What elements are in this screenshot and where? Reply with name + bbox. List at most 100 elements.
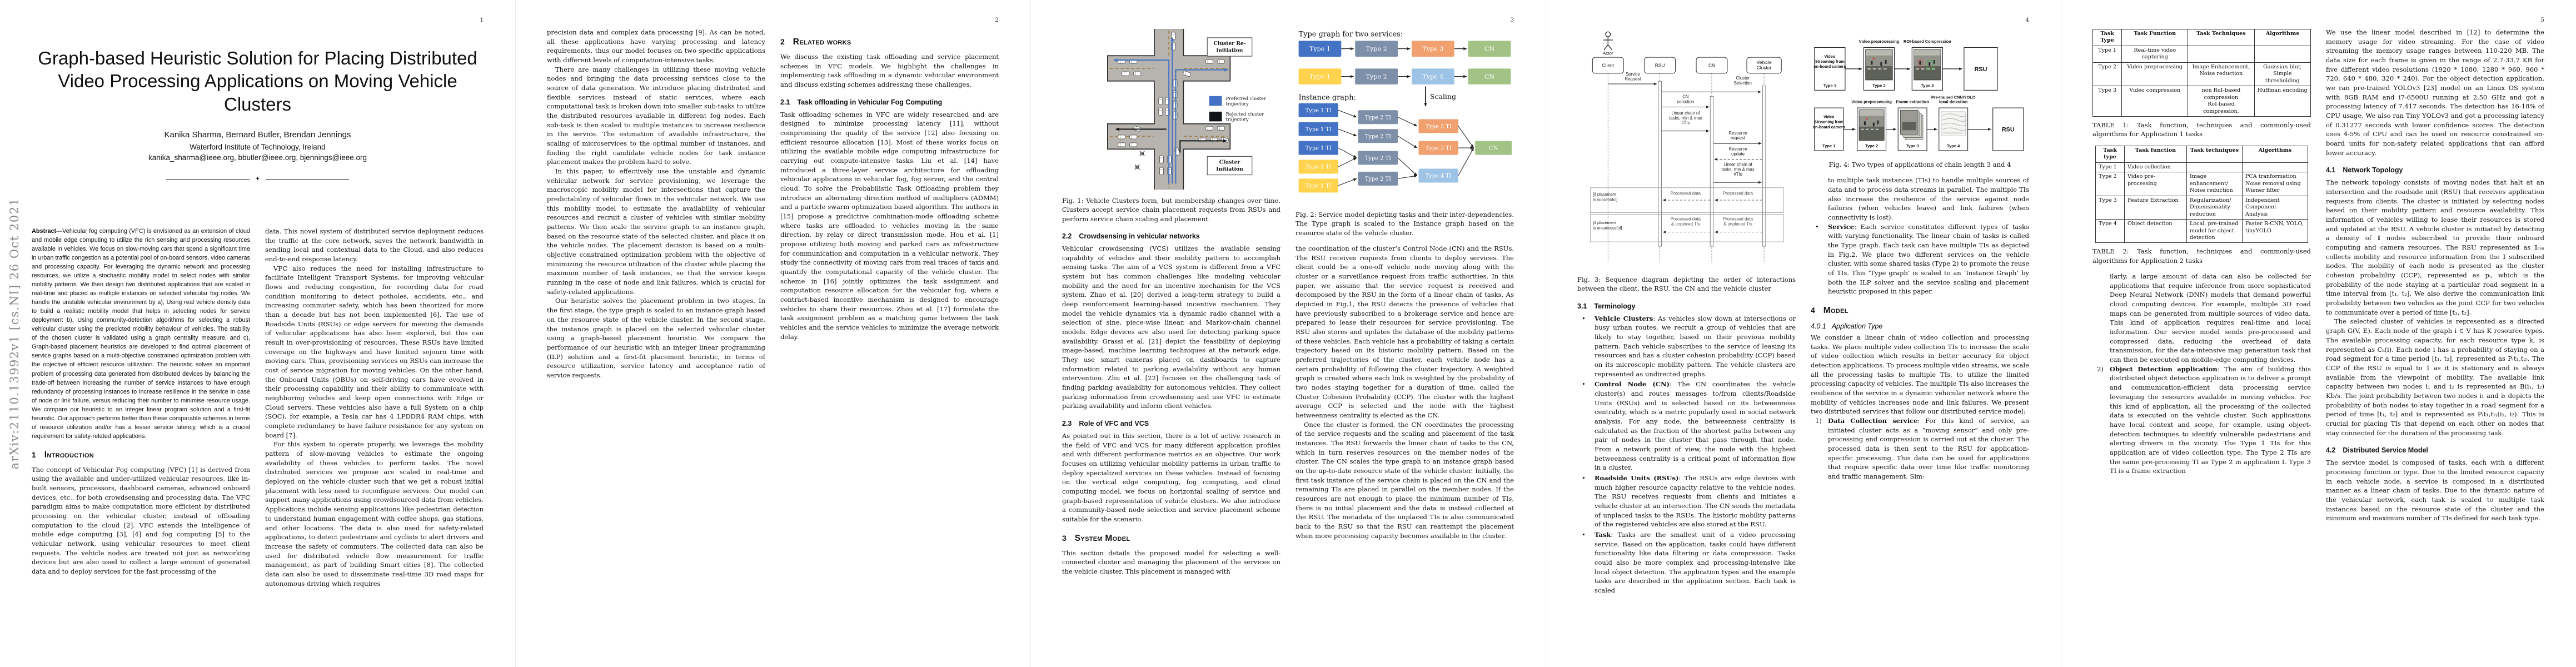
heading-number: 2.3 bbox=[1062, 420, 1072, 428]
pedestrian-icon bbox=[1134, 164, 1140, 170]
heading-label: System Model bbox=[1074, 533, 1130, 543]
column-header: Task techniques bbox=[2186, 145, 2243, 163]
participant-box: CN bbox=[1696, 57, 1728, 74]
table-cell: Image Enhancement, Noise reduction bbox=[2188, 62, 2255, 87]
paper-header: Graph-based Heuristic Solution for Placi… bbox=[32, 0, 484, 182]
paragraph-continuation: ilarly, a large amount of data can also … bbox=[2110, 272, 2311, 364]
task-instance-node: Type 3 TI bbox=[1418, 141, 1458, 155]
heading-label: Task offloading in Vehicular Fog Computi… bbox=[797, 98, 943, 106]
car-icon bbox=[1205, 59, 1213, 64]
car-icon bbox=[1217, 126, 1225, 131]
rsu-label: RSU bbox=[1975, 66, 1987, 73]
divider-line bbox=[166, 178, 250, 180]
svg-text:Type 1: Type 1 bbox=[1309, 73, 1331, 81]
table-cell: non RoI-based compression RoI-based comp… bbox=[2188, 86, 2255, 117]
stage-type-tag: Type 1 bbox=[1822, 143, 1835, 148]
list-item-lead: Data Collection service bbox=[1828, 417, 1918, 425]
paragraph: As pointed out in this section, there is… bbox=[1062, 432, 1280, 524]
paragraph: The service model is composed of tasks, … bbox=[2326, 459, 2544, 522]
list-item-text: : Tasks are the smallest unit of a video… bbox=[1595, 531, 1796, 595]
table-cell: Independent Component Analysis bbox=[2242, 195, 2308, 220]
svg-text:Type 4 TI: Type 4 TI bbox=[1426, 173, 1452, 180]
list-item: •Task: Tasks are the smallest unit of a … bbox=[1577, 530, 1796, 595]
table-cell: Type 2 bbox=[2095, 172, 2125, 196]
paragraph: Once the cluster is formed, the CN coord… bbox=[1296, 420, 1514, 540]
legend-swatch bbox=[1209, 96, 1222, 106]
svg-text:Processed data& unplaced TIs: Processed data& unplaced TIs bbox=[1671, 217, 1701, 227]
authors-line: Kanika Sharma, Bernard Butler, Brendan J… bbox=[164, 130, 351, 140]
cluster-reinitiation-label: Cluster Re-initiation bbox=[1207, 37, 1253, 57]
instance-edge bbox=[1458, 147, 1474, 176]
table-cell: Video pre-processing bbox=[2124, 172, 2187, 196]
column-header: Algorithms bbox=[2254, 29, 2311, 46]
task-instance-node: Type 1 TI bbox=[1298, 141, 1338, 155]
svg-text:Type 3 TI: Type 3 TI bbox=[1426, 146, 1452, 152]
table-cell: Feature Extraction bbox=[2124, 195, 2187, 220]
figure-caption: Fig. 3: Sequence diagram depicting the o… bbox=[1577, 276, 1796, 293]
heading-label: Role of VFC and VCS bbox=[1079, 420, 1149, 428]
paragraph: The network topology consists of moving … bbox=[2326, 178, 2544, 316]
figure-caption: Fig. 1: Vehicle Clusters form, but membe… bbox=[1062, 197, 1280, 223]
table-cell: Real-time video capturing bbox=[2121, 45, 2189, 63]
table-cell bbox=[2188, 45, 2255, 63]
list-item: 1)Data Collection service: For this kind… bbox=[1811, 416, 2029, 481]
svg-text:Processed data& unplaced TIs: Processed data& unplaced TIs bbox=[1723, 217, 1753, 227]
heading-number: 2.2 bbox=[1062, 232, 1072, 240]
paragraph: precision data and complex data processi… bbox=[547, 28, 765, 64]
list-item-text: : As vehicles slow down at intersections… bbox=[1595, 314, 1796, 378]
task-instance-node: Type 2 TI bbox=[1358, 110, 1398, 125]
page-number: 5 bbox=[2540, 17, 2544, 23]
svg-text:CN: CN bbox=[1484, 46, 1495, 53]
table-cell: Gaussian blur, Simple thresholding bbox=[2254, 62, 2311, 87]
paragraph: Our heuristic solves the placement probl… bbox=[547, 297, 765, 379]
title-divider: ✦ bbox=[32, 176, 484, 182]
trajectory-arrow-blue bbox=[1113, 58, 1170, 184]
type-node: Type 2 bbox=[1355, 68, 1398, 84]
paper-title: Graph-based Heuristic Solution for Placi… bbox=[38, 48, 477, 115]
abstract-text: Abstract—Vehicular fog computing (VFC) i… bbox=[32, 227, 250, 441]
heading-label: Introduction bbox=[44, 450, 94, 460]
paragraph: We consider a linear chain of video coll… bbox=[1811, 334, 2029, 416]
svg-text:RSU: RSU bbox=[1655, 63, 1665, 68]
right-column: data. This novel system of distributed s… bbox=[265, 227, 484, 653]
table-cell: Type 2 bbox=[2092, 62, 2122, 87]
paragraph: VFC also reduces the need for installing… bbox=[265, 264, 484, 439]
instance-edge bbox=[1397, 136, 1418, 148]
actor-icon bbox=[1603, 31, 1613, 50]
list-number: 2) bbox=[2097, 365, 2104, 373]
figure-caption: Fig. 2: Service model depicting tasks an… bbox=[1296, 211, 1514, 237]
heading-label: Model bbox=[1823, 306, 1848, 316]
rejected-trajectories bbox=[1115, 127, 1228, 153]
table-cell: Object detection bbox=[2124, 219, 2187, 243]
heading-label: Distributed Service Model bbox=[2343, 446, 2428, 455]
table-cell: Type 1 bbox=[2092, 45, 2122, 63]
list-item-lead: Task bbox=[1595, 531, 1611, 539]
bullet-icon: • bbox=[1582, 314, 1586, 322]
stage-type-tag: Type 4 bbox=[1947, 143, 1960, 148]
instance-edge bbox=[1338, 157, 1357, 167]
instance-edge bbox=[1397, 117, 1418, 127]
